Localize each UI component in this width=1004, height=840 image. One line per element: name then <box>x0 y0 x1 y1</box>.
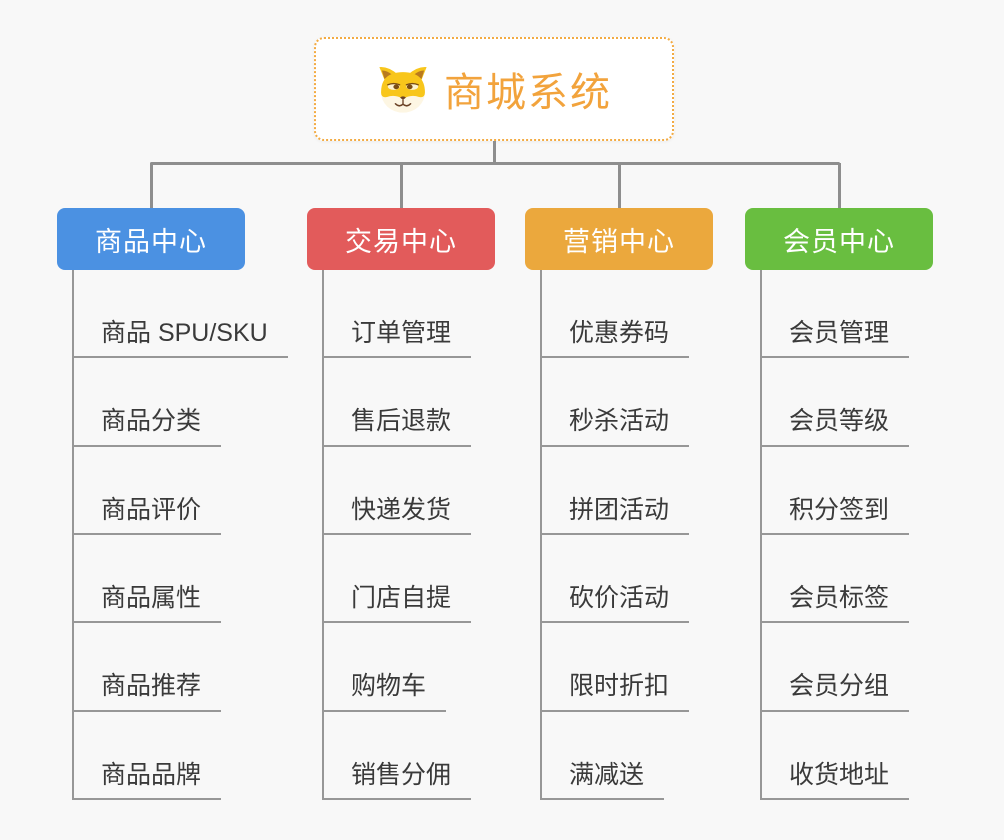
tree-node[interactable]: 售后退款 <box>324 358 472 447</box>
tree-node[interactable]: 快递发货 <box>324 447 472 535</box>
tree-node-label: 会员等级 <box>762 406 910 447</box>
tree-node[interactable]: 商品品牌 <box>74 712 288 800</box>
tree-node[interactable]: 购物车 <box>324 623 471 712</box>
root-node-mall-system[interactable]: 商城系统 <box>314 37 674 141</box>
root-title: 商城系统 <box>444 71 612 115</box>
tree-node-label: 商品推荐 <box>74 671 222 712</box>
tree-node-label: 满减送 <box>542 760 665 800</box>
tree-node-label: 收货地址 <box>762 760 910 800</box>
branch-header-member[interactable]: 会员中心 <box>745 208 933 270</box>
connector-root-stem <box>493 141 496 163</box>
tree-node[interactable]: 商品属性 <box>74 535 288 624</box>
tree-node-label: 积分签到 <box>762 495 910 535</box>
tree-node-label: 商品分类 <box>74 406 222 447</box>
tree-node[interactable]: 会员分组 <box>762 623 910 712</box>
tree-node[interactable]: 销售分佣 <box>324 712 472 800</box>
tree-node[interactable]: 订单管理 <box>324 270 472 359</box>
tree-node-label: 商品评价 <box>74 495 222 535</box>
tree-node[interactable]: 优惠券码 <box>542 270 690 359</box>
connector-drop-member <box>838 163 841 209</box>
branch-items-member: 会员管理 会员等级 积分签到 会员标签 会员分组 收货地址 <box>760 270 910 800</box>
connector-drop-trade <box>400 163 403 209</box>
tree-node-label: 会员分组 <box>762 671 910 712</box>
tree-node[interactable]: 商品评价 <box>74 447 288 535</box>
connector-drop-product <box>150 163 153 209</box>
tree-node-label: 会员标签 <box>762 583 910 624</box>
tree-node[interactable]: 限时折扣 <box>542 623 690 712</box>
tree-node-label: 门店自提 <box>324 583 472 624</box>
tree-node[interactable]: 会员管理 <box>762 270 910 359</box>
tree-node-label: 销售分佣 <box>324 760 472 800</box>
branch-header-marketing[interactable]: 营销中心 <box>525 208 713 270</box>
tree-node-label: 售后退款 <box>324 406 472 447</box>
tree-node-label: 商品品牌 <box>74 760 222 800</box>
tree-node[interactable]: 商品分类 <box>74 358 288 447</box>
tree-node[interactable]: 秒杀活动 <box>542 358 690 447</box>
tree-node-label: 优惠券码 <box>542 318 690 359</box>
tree-node-label: 限时折扣 <box>542 671 690 712</box>
tree-node[interactable]: 砍价活动 <box>542 535 690 624</box>
tree-node[interactable]: 门店自提 <box>324 535 472 624</box>
tree-node-label: 会员管理 <box>762 318 910 359</box>
tree-node[interactable]: 商品推荐 <box>74 623 288 712</box>
tree-node-label: 订单管理 <box>324 318 472 359</box>
branch-header-product[interactable]: 商品中心 <box>57 208 245 270</box>
tree-node[interactable]: 商品 SPU/SKU <box>74 270 288 359</box>
shiba-dog-icon <box>379 66 427 113</box>
branch-items-product: 商品 SPU/SKU 商品分类 商品评价 商品属性 商品推荐 商品品牌 <box>72 270 288 800</box>
tree-node[interactable]: 会员标签 <box>762 535 910 624</box>
tree-node-label: 购物车 <box>324 671 447 712</box>
tree-node[interactable]: 满减送 <box>542 712 689 800</box>
tree-node[interactable]: 收货地址 <box>762 712 910 800</box>
tree-node-label: 快递发货 <box>324 495 472 535</box>
tree-node[interactable]: 会员等级 <box>762 358 910 447</box>
tree-node-label: 商品属性 <box>74 583 222 624</box>
tree-node-label: 砍价活动 <box>542 583 690 624</box>
tree-node[interactable]: 积分签到 <box>762 447 910 535</box>
branch-header-trade[interactable]: 交易中心 <box>307 208 495 270</box>
tree-node-label: 商品 SPU/SKU <box>74 318 288 359</box>
connector-horizontal-bus <box>150 162 840 165</box>
connector-drop-marketing <box>618 163 621 209</box>
tree-node-label: 拼团活动 <box>542 495 690 535</box>
branch-items-trade: 订单管理 售后退款 快递发货 门店自提 购物车 销售分佣 <box>322 270 472 800</box>
branch-items-marketing: 优惠券码 秒杀活动 拼团活动 砍价活动 限时折扣 满减送 <box>540 270 690 800</box>
tree-node[interactable]: 拼团活动 <box>542 447 690 535</box>
tree-node-label: 秒杀活动 <box>542 406 690 447</box>
